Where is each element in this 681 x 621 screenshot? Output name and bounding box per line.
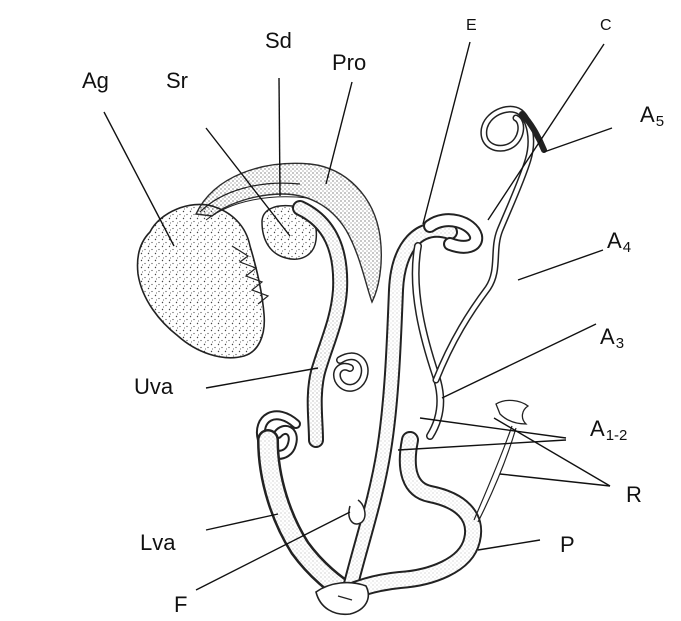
label-pro: Pro xyxy=(332,52,366,74)
genital-atrium xyxy=(316,583,368,615)
label-sd: Sd xyxy=(265,30,292,52)
label-ag: Ag xyxy=(82,70,109,92)
label-c: C xyxy=(600,18,612,34)
label-a5: A5 xyxy=(640,104,664,126)
label-lva: Lva xyxy=(140,532,175,554)
albumen-gland xyxy=(138,204,265,357)
retractor-muscle xyxy=(474,426,512,520)
f-appendage xyxy=(349,500,365,524)
label-e: E xyxy=(466,18,477,34)
label-a1-2: A1-2 xyxy=(590,418,627,440)
label-sr: Sr xyxy=(166,70,188,92)
label-uva: Uva xyxy=(134,376,173,398)
label-a4: A4 xyxy=(607,230,631,252)
label-f: F xyxy=(174,594,187,616)
retractor-muscle-tip xyxy=(496,400,528,424)
label-a3: A3 xyxy=(600,326,624,348)
label-p: P xyxy=(560,534,575,556)
label-r: R xyxy=(626,484,642,506)
